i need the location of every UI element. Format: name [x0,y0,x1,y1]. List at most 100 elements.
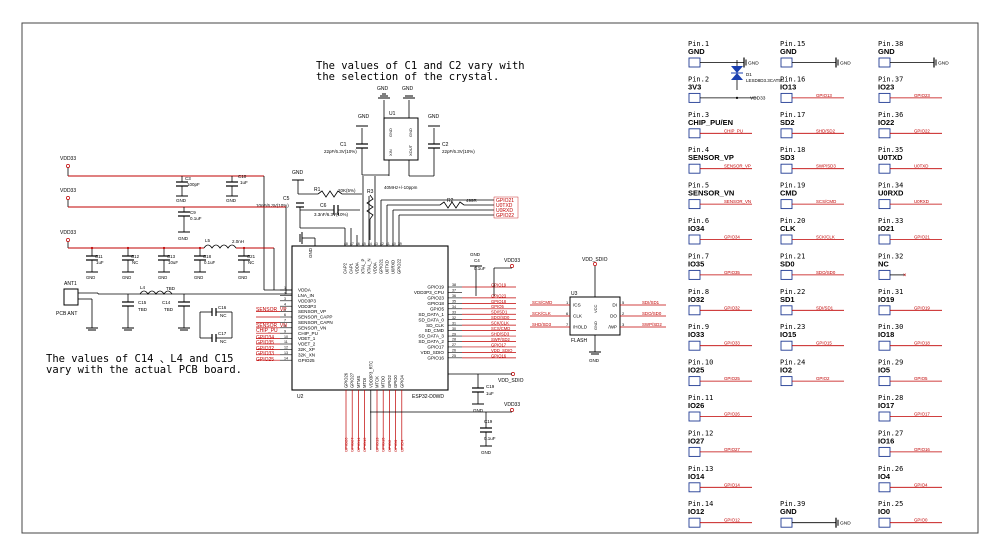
r1-gnd: GND [292,170,304,176]
header-pin-number: Pin.15 [780,40,805,48]
u3-left-pin: /CS [573,303,581,308]
header-net-label: SDI/SD1 [816,305,834,310]
header-pin-number: Pin.16 [780,75,805,83]
header-net-label: GPIO23 [914,93,930,98]
header-pin-name: IO34 [688,224,705,233]
u3-right-net: SDO/SD0 [642,311,662,316]
decap-junction [126,246,130,250]
resistor-r2: R2 499R [439,198,478,209]
header-pin-number: Pin.8 [688,288,709,296]
header-net-label: GPIO18 [914,341,930,346]
header-pad [878,92,891,103]
r2-ref: R2 [447,198,454,204]
u3-right-net: SDI/SD1 [642,300,660,305]
header-pad [878,340,891,351]
header-net-label: GPIO22 [914,128,930,133]
header-net-label: GPIO25 [724,376,740,381]
u2-value: ESP32-D0WD [412,394,444,400]
header-nc-mark: × [903,273,907,279]
u2-top-pin-name: XTAL_N [367,258,372,274]
header-net-label: GPIO5 [914,376,928,381]
header-gnd-label: GND [840,60,851,66]
u2-top-pin-name: U0RXD [391,260,396,274]
header-pin-name: IO32 [688,295,704,304]
header-pin-name: IO23 [878,82,894,91]
left-net-sensor-vp: SENSOR_VP [256,307,287,313]
header-pin-number: Pin.32 [878,252,903,260]
u2-top-pin-group: CAP248CAP147VDDA46XTAL_P45XTAL_N44VDDA43… [343,242,402,274]
u2-top-pin-name: VDDA [355,262,360,274]
header-pin-number: Pin.35 [878,146,903,154]
header-pin-number: Pin.38 [878,40,903,48]
gnd-symbol-u1: GND [377,86,390,99]
header-pin-name: IO4 [878,472,891,481]
header-pin-number: Pin.10 [688,359,713,367]
c1-ref: C1 [340,142,347,148]
header-pin-number: Pin.31 [878,288,903,296]
r2-value: 499R [466,198,478,203]
c18-value: 1uF [486,391,494,396]
c5-ref: C5 [283,196,290,202]
header-pad [878,305,891,316]
u1-body [383,117,419,161]
header-pin-name: CLK [780,224,796,233]
decap-junction [242,246,246,250]
u2-right-pin-name: SD_DATA_0 [418,317,444,322]
header-pad [780,234,793,245]
header-net-label: GPIO35 [724,270,740,275]
decap-gnd-label: GND [122,275,131,280]
header-pin-name: SENSOR_VP [688,153,734,162]
u2-top-pin-name: CAP1 [349,262,354,274]
header-pin-name: SENSOR_VN [688,189,734,198]
u2-bottom-pin-name: MTDI [362,378,367,388]
decap-gnd-label: GND [158,275,167,280]
header-pin-name: U0RXD [878,189,904,198]
u2-right-pin-num: 28 [452,338,456,342]
u2-left-pin-num: 10 [284,335,288,339]
u2-right-pin-name: SD_DATA_2 [418,339,444,344]
header-net-label: SENSOR_VP [724,164,751,169]
header-pin-number: Pin.2 [688,75,709,83]
header-net-label: U0RXD [914,199,929,204]
u2-left-pin-num: 4 [284,302,286,306]
vdd33-c4: VDD33 C4 0.1uF GND [470,252,520,296]
header-pin-number: Pin.37 [878,75,903,83]
c3-value: 100pF [187,182,200,187]
u2-top-pin-name: XTAL_P [361,259,366,274]
decap-gnd-label: GND [86,275,95,280]
header-pin-name: IO25 [688,366,704,375]
left-net-gpio32: GPIO32 [256,346,274,352]
resistor-r3: R3 [366,189,374,240]
decap-value: NC [248,260,254,265]
u2-bottom-pin-name: GPIO0 [393,375,398,388]
c9-value: 0.1uF [190,216,202,221]
u2-right-pin-name: GPIO5 [430,306,444,311]
u2-right-pin-num: 36 [452,294,456,298]
crystal-u1: U1 GND XIN GND XOUT 40MHz+/-10ppm [383,100,419,190]
u2-top-pin-num: 46 [356,242,360,246]
u2-right-pin-num: 31 [452,321,456,325]
header-net-label: GPIO0 [914,518,928,523]
header-pin-number: Pin.30 [878,323,903,331]
header-net-label: GPIO32 [724,305,740,310]
left-net-gpio25: GPIO25 [256,357,274,363]
decap-value: 10uF [168,260,178,265]
header-pad [780,92,793,103]
header-pin-name: IO22 [878,118,894,127]
header-pin-number: Pin.6 [688,217,709,225]
u2-left-pin-name: 32K_XP [298,347,315,352]
u1-pin-xin: XIN [388,149,393,156]
u2-left-pin-name: VDDA [298,288,312,293]
header-pad [780,376,793,387]
c17-value: NC [220,339,227,344]
decap-ref: C11 [95,254,103,259]
u2-bottom-pin-group: GPIO26GPIO26GPIO27GPIO27MTMSGPIO14MTDIGP… [344,361,405,452]
header-pad [688,128,701,139]
header-pin-name: GND [688,47,705,56]
left-net-gpio33: GPIO33 [256,351,274,357]
u2-right-pin-name: GPIO19 [427,285,444,290]
header-pad [878,163,891,174]
c19-gnd: GND [481,450,492,455]
decap-gnd-label: GND [238,275,247,280]
header-pin-number: Pin.23 [780,323,805,331]
